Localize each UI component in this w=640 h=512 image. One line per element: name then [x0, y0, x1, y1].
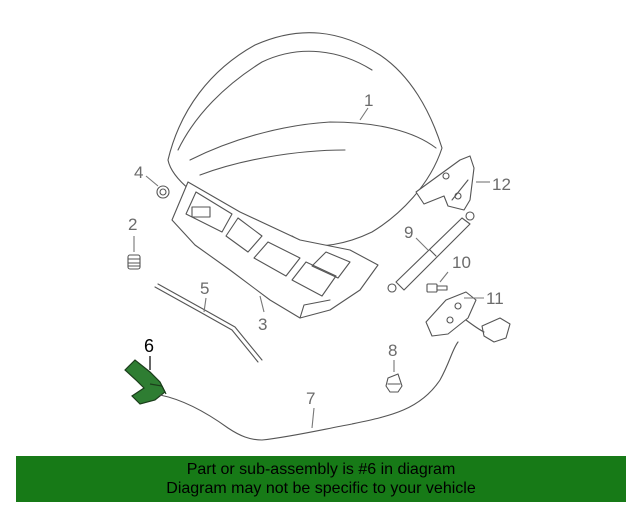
bolt — [426, 283, 448, 293]
callout-8: 8 — [388, 341, 397, 360]
callout-2: 2 — [128, 215, 137, 234]
hood-panel — [167, 32, 443, 247]
callout-7: 7 — [306, 389, 315, 408]
callout-6: 6 — [144, 336, 154, 356]
hood-insulator — [171, 181, 379, 319]
hood-release-handle — [124, 359, 167, 405]
hood-latch — [425, 291, 511, 343]
release-cable — [159, 341, 459, 441]
callout-3: 3 — [258, 315, 267, 334]
clip — [156, 185, 170, 199]
callout-4: 4 — [134, 163, 143, 182]
bumper-stop — [127, 254, 141, 270]
callout-5: 5 — [200, 279, 209, 298]
callout-1: 1 — [364, 91, 373, 110]
callout-9: 9 — [404, 223, 413, 242]
banner-line-1: Part or sub-assembly is #6 in diagram — [186, 461, 456, 478]
banner-line-2: Diagram may not be specific to your vehi… — [166, 480, 476, 497]
hood-strut — [387, 211, 475, 293]
hood-hinge — [415, 155, 475, 211]
info-banner: Part or sub-assembly is #6 in diagram Di… — [16, 456, 626, 502]
parts-diagram: 1 2 4 3 5 6 7 — [124, 32, 511, 441]
callout-11: 11 — [486, 289, 504, 308]
callout-10: 10 — [452, 253, 471, 272]
weatherstrip-seal — [154, 283, 263, 363]
grommet — [385, 373, 403, 393]
callout-12: 12 — [492, 175, 511, 194]
